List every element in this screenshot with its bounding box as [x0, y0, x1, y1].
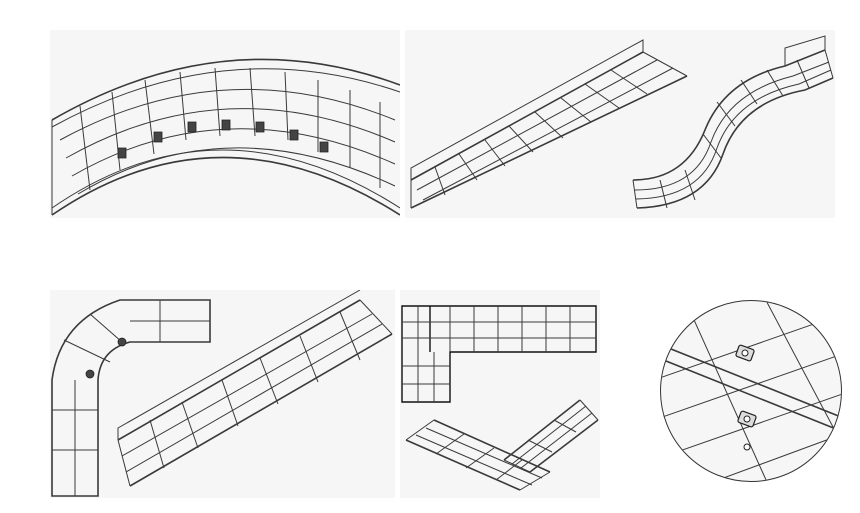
outer-rim — [52, 59, 400, 120]
coupler-bolt-2 — [744, 416, 750, 422]
clip-5 — [256, 122, 264, 132]
inner-rim-2 — [52, 150, 400, 208]
figure-curved-bend — [50, 30, 400, 218]
clip-3 — [188, 122, 196, 132]
elbow-drawing — [50, 290, 395, 498]
curved-bend-drawing — [50, 30, 400, 218]
figure-straight-and-sbend — [405, 30, 835, 218]
inner-rim — [52, 158, 400, 216]
coupler-detail-drawing — [661, 301, 841, 481]
figure-coupler-detail — [660, 300, 842, 482]
clip-4 — [222, 120, 230, 130]
clip-1 — [118, 148, 126, 158]
clip-6 — [290, 130, 298, 140]
figure-elbow-and-straight — [50, 290, 395, 498]
figure-junction — [400, 290, 600, 498]
elbow-clip-1 — [118, 338, 126, 346]
sbend-lower — [637, 78, 833, 208]
elbow-clip-2 — [86, 370, 94, 378]
junction-drawing — [400, 290, 600, 498]
coupler-bolt-1 — [742, 350, 748, 356]
clip-2 — [154, 132, 162, 142]
coupler-bolt-3 — [744, 444, 750, 450]
clip-7 — [320, 142, 328, 152]
straight-tray-drawing — [405, 30, 835, 218]
sbend-upper — [633, 50, 825, 180]
outer-rim-2 — [52, 69, 400, 127]
